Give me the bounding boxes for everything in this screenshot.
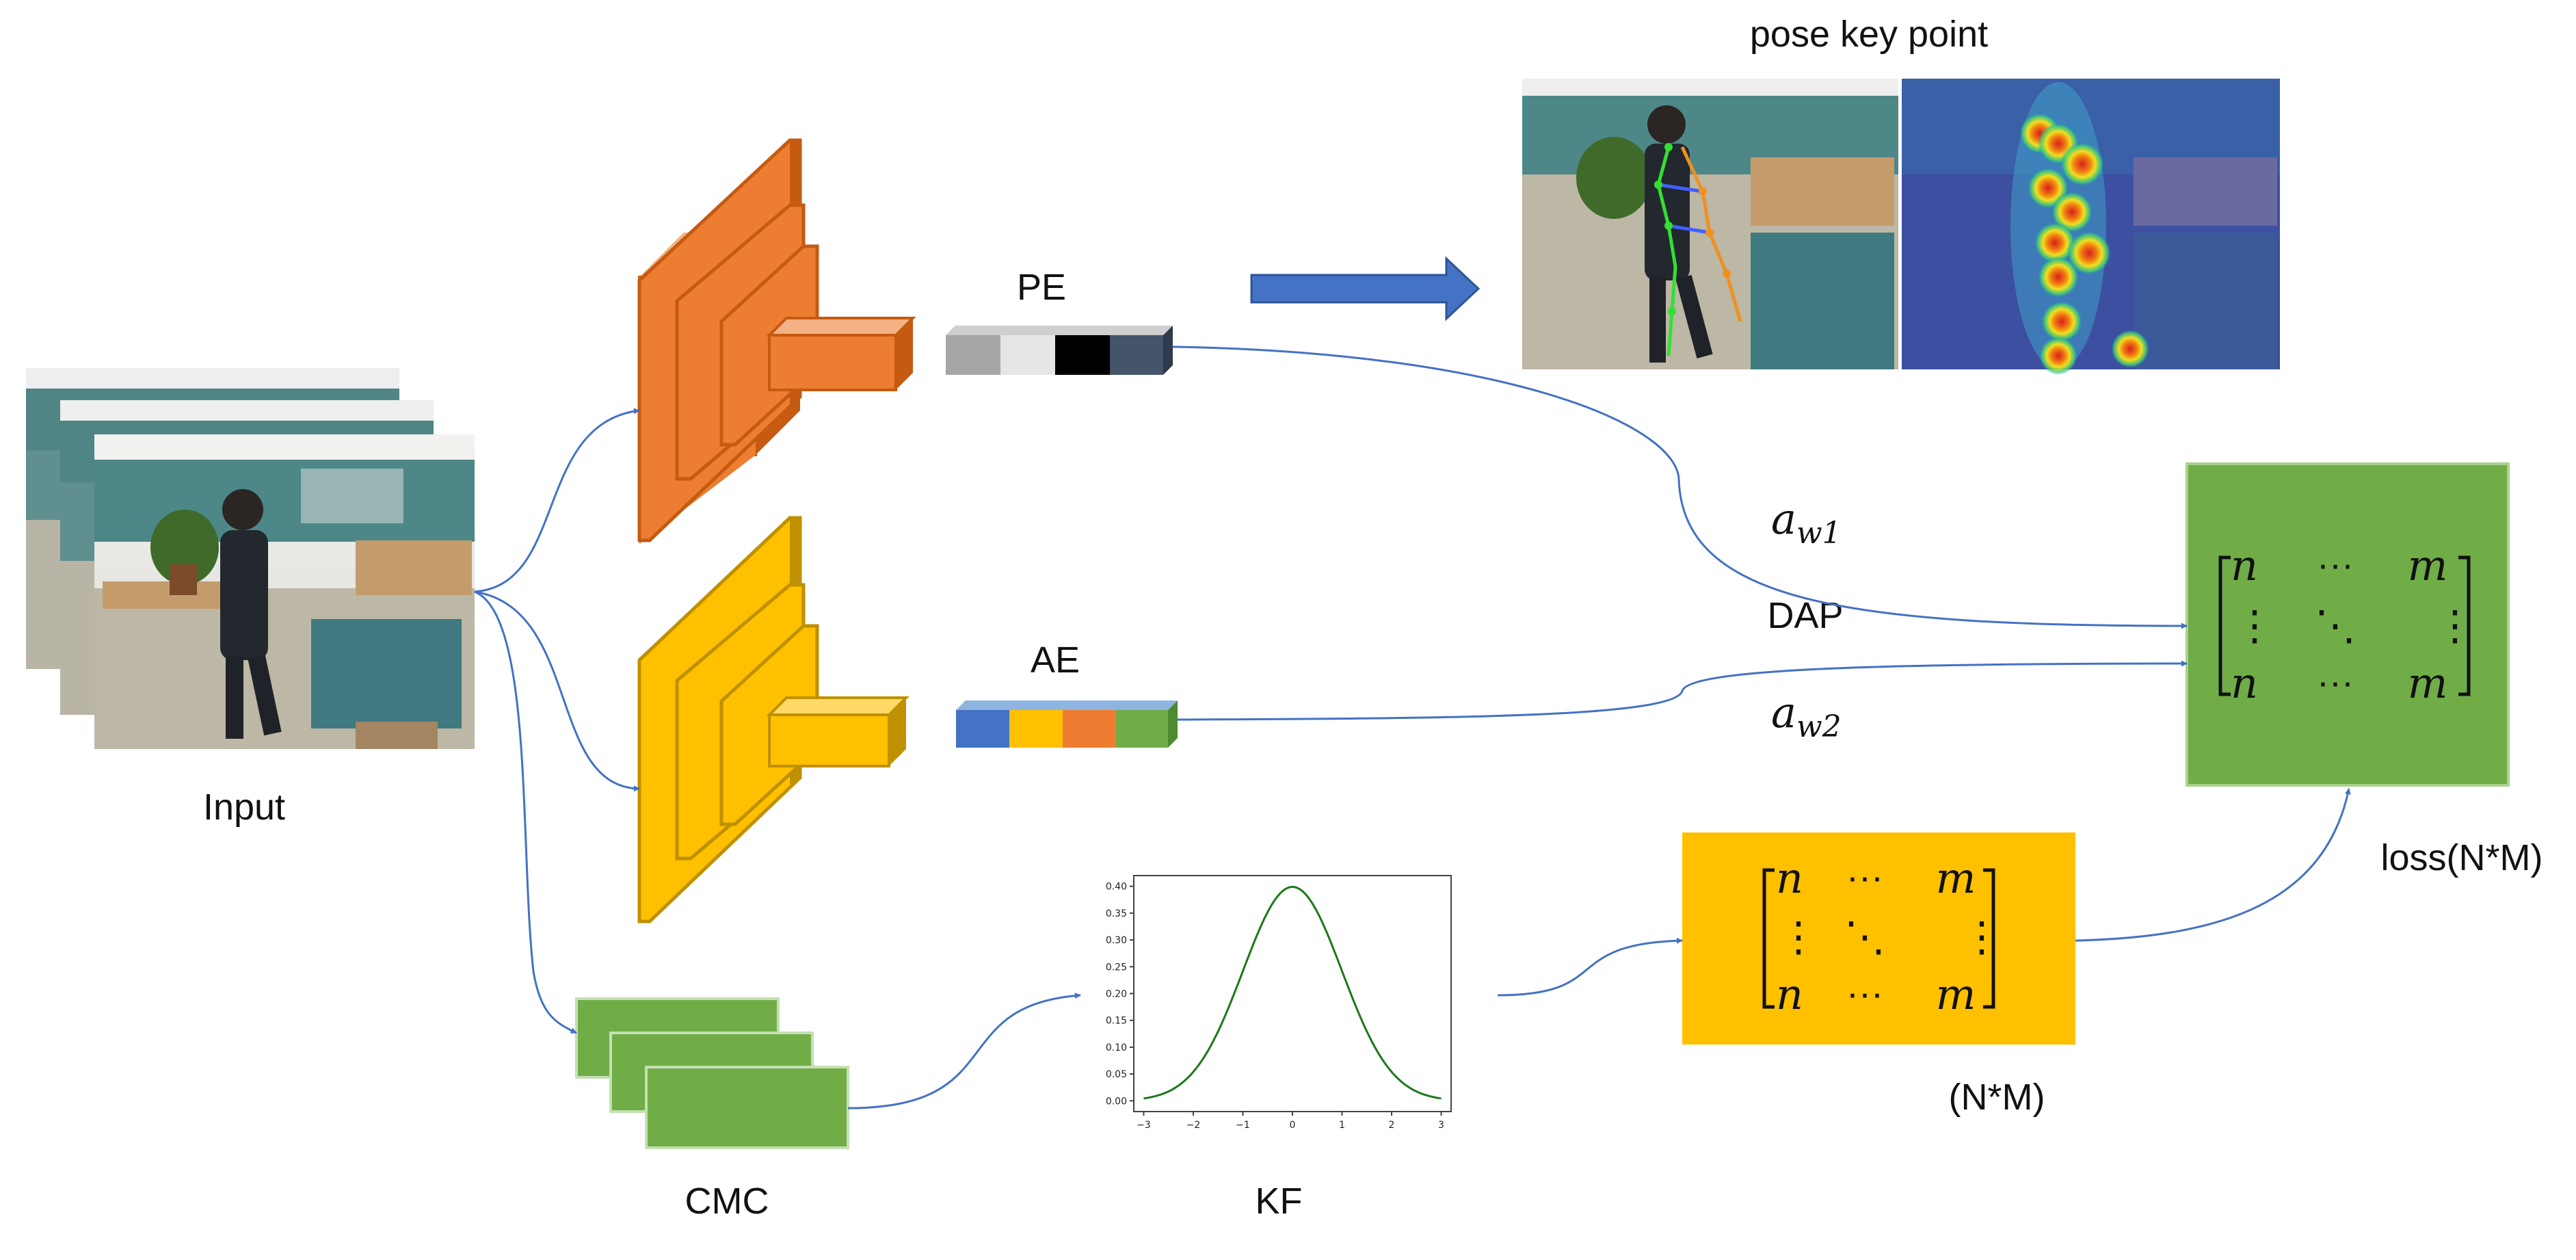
ae-vector-cell	[956, 710, 1009, 748]
kf-y-tick-label: 0.00	[1106, 1096, 1127, 1107]
ae-network	[637, 516, 909, 923]
nm-label: (N*M)	[1949, 1077, 2045, 1118]
aw2-label: aw2	[1771, 687, 1842, 744]
nm-matrix-cell: n	[1776, 969, 1803, 1019]
nm-matrix-cell: n	[1776, 853, 1803, 903]
aw1-sub: w1	[1796, 516, 1842, 551]
input-label: Input	[203, 787, 285, 828]
output-matrix-cell: m	[2408, 658, 2448, 708]
kf-x-tick-label: −1	[1236, 1120, 1250, 1131]
cmc-blocks	[575, 997, 849, 1149]
ae-vector-cell	[1063, 710, 1116, 748]
output-matrix-cell: n	[2231, 540, 2258, 590]
big-arrow-icon	[1250, 256, 1480, 321]
pe-network	[637, 138, 916, 544]
arrow-kf-to-nm	[1497, 937, 1683, 997]
pe-vector-cell	[1110, 335, 1163, 375]
kf-chart: 0.000.050.100.150.200.250.300.350.40 −3−…	[1106, 875, 1452, 1131]
arrow-cmc-to-kf	[847, 993, 1081, 1110]
kf-x-tick-label: 2	[1389, 1120, 1395, 1131]
cmc-label: CMC	[685, 1181, 769, 1222]
kf-y-tick-label: 0.30	[1106, 935, 1127, 946]
ae-label: AE	[1031, 640, 1080, 681]
nm-matrix-box: n ··· m ⋮ ⋱ ⋮ n ··· m	[1682, 832, 2075, 1045]
kf-x-tick-label: 0	[1290, 1120, 1296, 1131]
aw2-base: a	[1771, 687, 1796, 737]
connectors	[474, 345, 2351, 1110]
output-matrix-cell: m	[2408, 540, 2448, 590]
output-matrix-box: n ··· m ⋮ ⋱ ⋮ n ··· m	[2186, 462, 2510, 787]
aw2-sub: w2	[1796, 709, 1842, 744]
nm-matrix-cell: ⋱	[1844, 914, 1885, 960]
arrow-input-to-pe	[474, 408, 640, 593]
aw1-label: aw1	[1771, 494, 1842, 551]
nm-matrix-cell: ···	[1846, 856, 1883, 897]
kf-y-tick-label: 0.40	[1106, 882, 1127, 893]
aw1-base: a	[1771, 494, 1796, 544]
kf-x-tick-label: 1	[1339, 1120, 1345, 1131]
nm-matrix-cell: ···	[1846, 973, 1883, 1014]
kf-label: KF	[1255, 1181, 1302, 1222]
pe-vector	[946, 326, 1173, 375]
kf-y-tick-label: 0.20	[1106, 989, 1127, 1000]
nm-matrix-cell: ⋮	[1961, 914, 2002, 960]
kf-x-tick-label: −3	[1137, 1120, 1151, 1131]
loss-label: loss(N*M)	[2381, 837, 2543, 878]
pe-vector-cell	[1000, 335, 1055, 375]
kf-chart-frame	[1133, 875, 1452, 1112]
output-matrix-cell: ···	[2317, 661, 2354, 703]
pe-vector-cell	[1055, 335, 1110, 375]
kf-y-tick-label: 0.25	[1106, 962, 1127, 973]
dap-label: DAP	[1767, 595, 1843, 636]
pose-key-point-label: pose key point	[1750, 14, 1988, 55]
output-matrix-cell: ···	[2317, 544, 2354, 585]
pe-vector-cell	[946, 335, 1000, 375]
pe-label: PE	[1017, 267, 1066, 308]
output-matrix-cell: n	[2231, 658, 2258, 708]
output-matrix-cell: ⋮	[2434, 603, 2475, 648]
ae-vector-cell	[1009, 710, 1063, 748]
arrow-ae-to-output	[1177, 660, 2188, 721]
kf-x-tick-label: −2	[1186, 1120, 1201, 1131]
arrow-nm-to-output	[2075, 788, 2351, 942]
arrow-input-to-ae	[474, 590, 640, 792]
pose-skeleton-image	[1522, 79, 1898, 369]
kf-x-ticks: −3 −2 −1 0 1 2 3	[1137, 1112, 1444, 1131]
kf-y-tick-label: 0.35	[1106, 908, 1127, 919]
kf-y-tick-label: 0.15	[1106, 1016, 1127, 1027]
kf-x-tick-label: 3	[1438, 1120, 1444, 1131]
nm-matrix-cell: ⋮	[1778, 914, 1819, 960]
nm-matrix-cell: m	[1936, 969, 1976, 1019]
arrow-pe-to-output	[1172, 345, 2188, 629]
kf-y-tick-label: 0.05	[1106, 1069, 1127, 1080]
output-matrix-cell: ⋱	[2315, 603, 2356, 648]
arrow-input-to-cmc	[474, 590, 577, 1034]
output-matrix-cell: ⋮	[2234, 603, 2275, 648]
ae-vector-cell	[1116, 710, 1168, 748]
ae-vector	[956, 700, 1178, 748]
pose-heatmap-image	[1902, 79, 2280, 375]
kf-curve	[1143, 885, 1442, 1100]
input-frame-stack	[26, 368, 475, 749]
kf-y-ticks: 0.00 0.05 0.10 0.15 0.20 0.25 0.30 0.35 0.40	[1106, 882, 1134, 1107]
kf-y-tick-label: 0.10	[1106, 1042, 1127, 1053]
input-frame-front	[94, 434, 475, 749]
nm-matrix-cell: m	[1936, 853, 1976, 903]
